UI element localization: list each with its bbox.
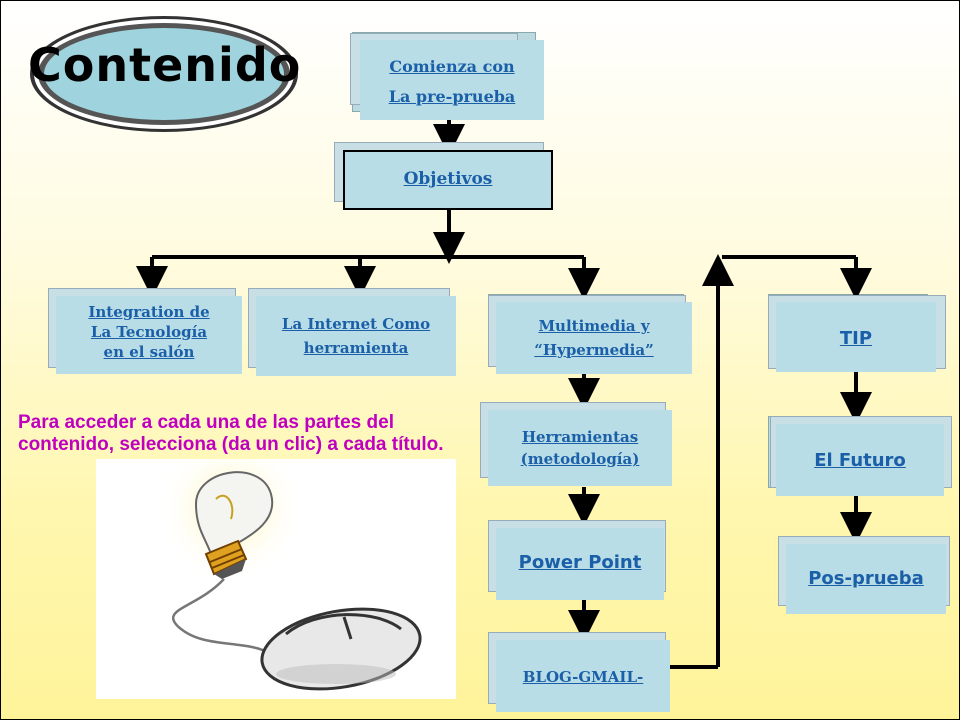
node-blog[interactable]: BLOG-GMAIL- <box>488 632 670 712</box>
title-oval <box>30 16 298 132</box>
link-posprueba[interactable]: Pos-prueba <box>808 568 924 589</box>
node-tip[interactable]: TIP <box>768 294 936 372</box>
lightbulb-mouse-icon <box>96 459 456 699</box>
node-herramientas[interactable]: Herramientas (metodología) <box>480 402 672 486</box>
node-powerpoint[interactable]: Power Point <box>488 520 664 600</box>
node-multimedia[interactable]: Multimedia y “Hypermedia” <box>488 294 692 374</box>
link-multimedia[interactable]: Multimedia y “Hypermedia” <box>534 317 654 359</box>
link-futuro[interactable]: El Futuro <box>814 450 906 471</box>
node-objetivos[interactable]: Objetivos <box>337 144 553 210</box>
node-internet[interactable]: La Internet Como herramienta <box>248 288 456 376</box>
node-integration[interactable]: Integration de La Tecnología en el salón <box>48 288 242 374</box>
link-herramientas[interactable]: Herramientas (metodología) <box>520 428 640 468</box>
node-futuro[interactable]: El Futuro <box>768 416 944 496</box>
instructions-text: Para acceder a cada una de las partes de… <box>18 412 444 455</box>
page-title: Contenido <box>28 38 302 92</box>
link-blog[interactable]: BLOG-GMAIL- <box>522 668 644 686</box>
link-internet[interactable]: La Internet Como herramienta <box>281 315 431 357</box>
link-powerpoint[interactable]: Power Point <box>518 552 642 573</box>
link-tip[interactable]: TIP <box>839 328 873 349</box>
link-objetivos[interactable]: Objetivos <box>403 169 493 189</box>
link-integration[interactable]: Integration de La Tecnología en el salón <box>88 303 210 361</box>
node-posprueba[interactable]: Pos-prueba <box>778 536 946 614</box>
